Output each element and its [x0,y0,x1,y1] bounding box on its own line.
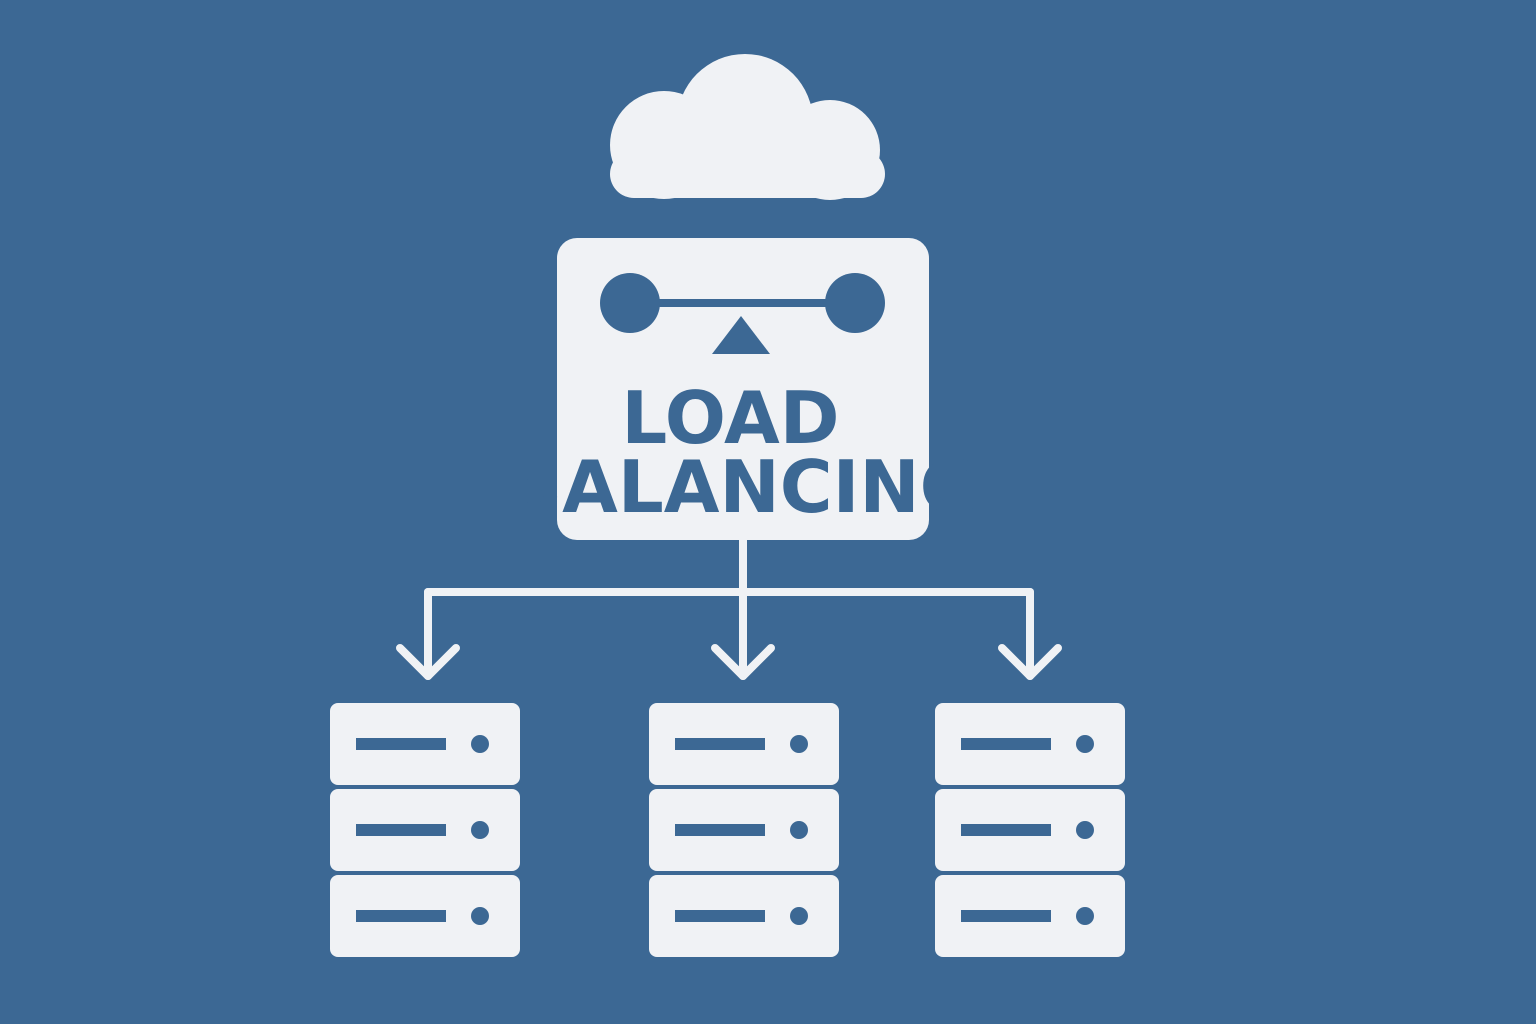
arrow-to-server-3 [998,644,1062,680]
status-light [1076,735,1094,753]
drive-slot [356,910,446,922]
svg-text:LOAD BALANCING: LOAD BALANCING [507,376,978,529]
server-unit [330,789,520,871]
arrow-to-server-2 [711,644,775,680]
cloud-icon [610,54,885,200]
drive-slot [961,738,1051,750]
drive-slot [961,824,1051,836]
status-light [790,821,808,839]
server-unit [330,875,520,957]
status-light [790,735,808,753]
title-line-1: LOAD [621,376,839,460]
server-unit [935,789,1125,871]
drive-slot [675,910,765,922]
server-unit [935,703,1125,785]
server-unit [649,789,839,871]
server-rack-icon [330,703,520,957]
drive-slot [356,738,446,750]
status-light [1076,907,1094,925]
drive-slot [675,824,765,836]
server-rack-icon [935,703,1125,957]
balance-scale-icon [600,273,885,354]
server-unit [649,875,839,957]
load-balancing-title: LOAD BALANCING [507,376,978,529]
server-unit [649,703,839,785]
drive-slot [675,738,765,750]
arrow-to-server-1 [396,644,460,680]
status-light [790,907,808,925]
distribution-connectors [424,536,1034,680]
status-light [471,821,489,839]
load-balancer-box: LOAD BALANCING [507,238,979,540]
server-unit [330,703,520,785]
server-rack-icon [649,703,839,957]
title-line-2: BALANCING [507,445,978,529]
drive-slot [356,824,446,836]
status-light [471,735,489,753]
server-unit [935,875,1125,957]
drive-slot [961,910,1051,922]
status-light [471,907,489,925]
server-group [330,703,1125,957]
status-light [1076,821,1094,839]
